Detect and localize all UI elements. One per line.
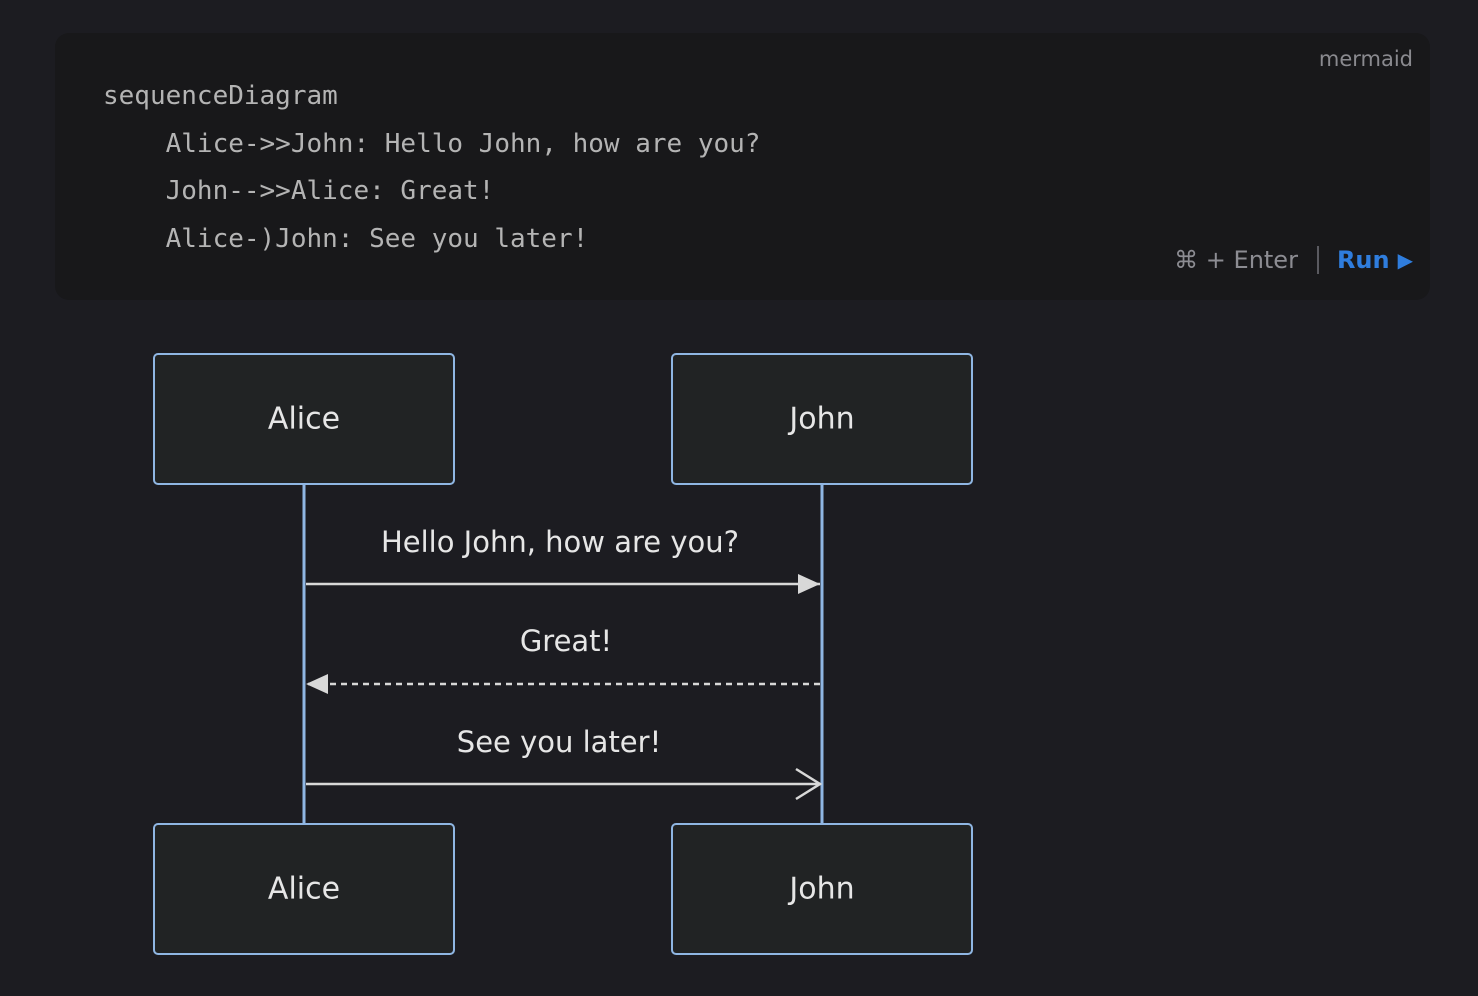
language-label: mermaid: [1318, 47, 1413, 71]
actor-box-alice-top: Alice: [153, 353, 455, 485]
actor-box-john-bottom: John: [671, 823, 973, 955]
actor-box-alice-bottom: Alice: [153, 823, 455, 955]
actor-box-john-top: John: [671, 353, 973, 485]
actor-label: John: [787, 872, 854, 907]
message-label: Great!: [520, 624, 612, 658]
message-label: See you later!: [457, 725, 661, 759]
actor-label: John: [787, 402, 854, 437]
code-line: Alice-)John: See you later!: [103, 223, 589, 254]
run-button[interactable]: Run ▶: [1337, 246, 1413, 274]
actor-label: Alice: [268, 872, 340, 907]
actor-label: Alice: [268, 402, 340, 437]
message-label: Hello John, how are you?: [381, 525, 739, 559]
code-line: Alice->>John: Hello John, how are you?: [103, 128, 761, 159]
run-bar: ⌘ + Enter Run ▶: [1174, 246, 1413, 274]
divider: [1316, 246, 1319, 274]
run-button-label: Run: [1336, 246, 1390, 274]
code-editor[interactable]: sequenceDiagram Alice->>John: Hello John…: [103, 73, 760, 263]
keyboard-shortcut-hint: ⌘ + Enter: [1174, 246, 1298, 274]
code-line: sequenceDiagram: [103, 81, 338, 111]
code-block: mermaid sequenceDiagram Alice->>John: He…: [55, 33, 1430, 300]
code-line: John-->>Alice: Great!: [103, 176, 495, 206]
play-triangle-icon: ▶: [1397, 248, 1413, 272]
